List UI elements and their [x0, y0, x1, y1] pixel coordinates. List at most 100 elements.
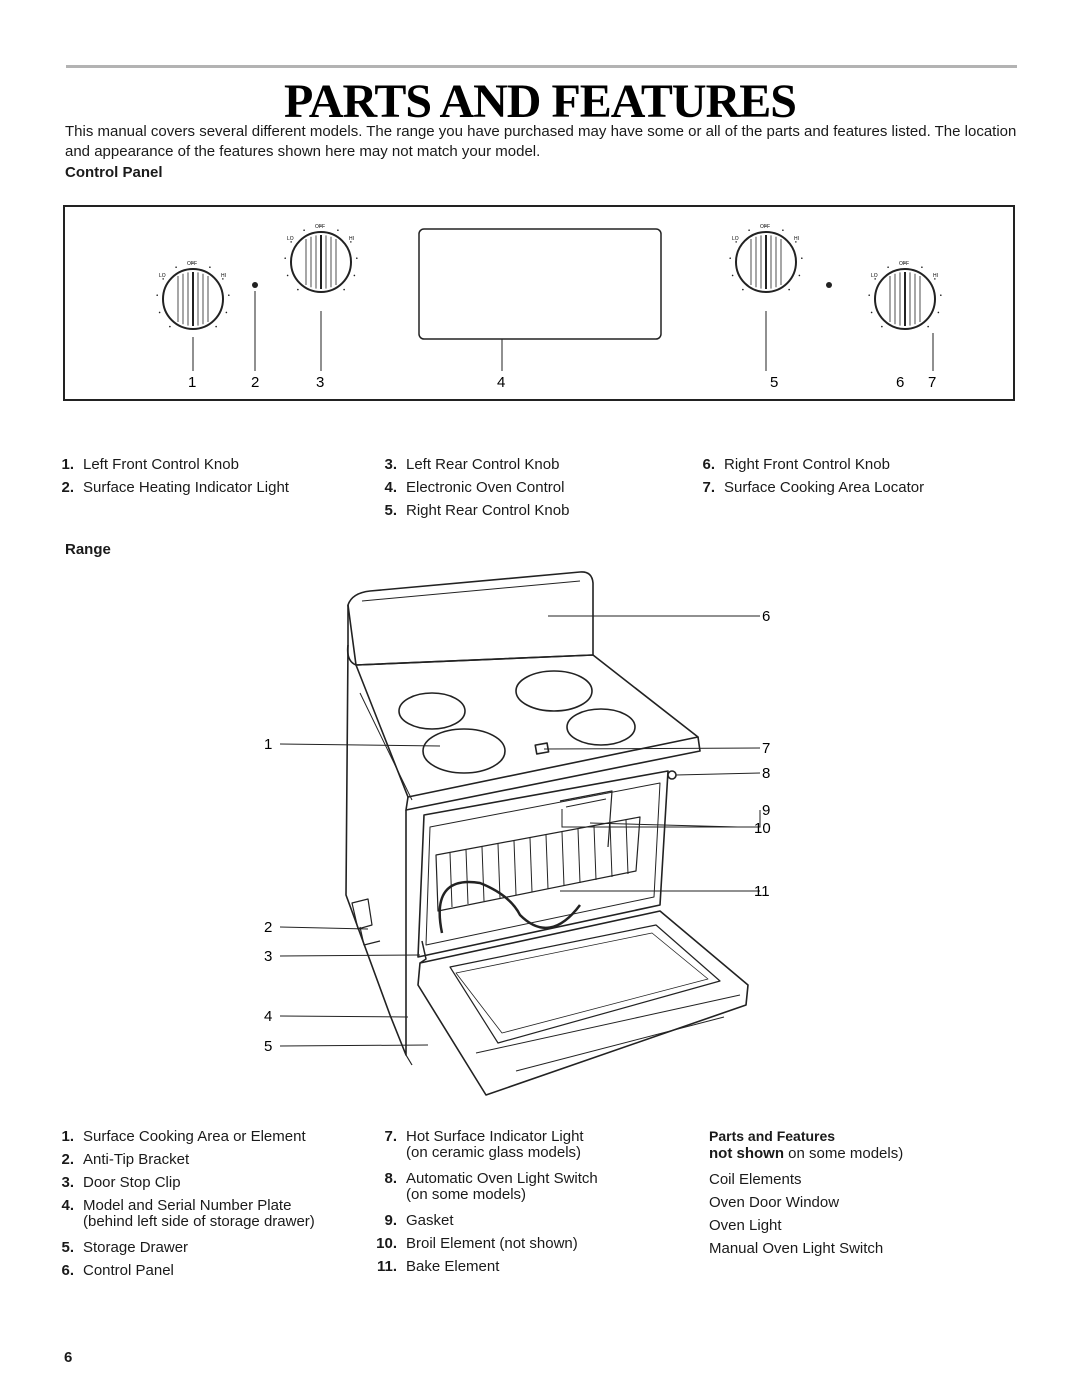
- cp-callout-7: 7: [928, 374, 936, 391]
- list-item: 11.Bake Element: [376, 1258, 500, 1275]
- range-callout-10: 10: [754, 820, 771, 837]
- knob-hi-label: HI: [933, 273, 938, 279]
- leader-r8: [675, 772, 761, 776]
- knob-hi-label: HI: [794, 236, 799, 242]
- range-list-col1: 1.Surface Cooking Area or Element 2.Anti…: [48, 1125, 378, 1282]
- indicator-light-left: [252, 282, 258, 288]
- intro-paragraph: This manual covers several different mod…: [65, 123, 1017, 160]
- not-shown-subheading: not shown on some models): [709, 1145, 904, 1162]
- list-item: 1.Surface Cooking Area or Element: [61, 1128, 306, 1145]
- rack-bar: [625, 819, 629, 875]
- leader-r2: [279, 926, 369, 930]
- rack-bar: [609, 822, 613, 878]
- knob-off-label: OFF: [187, 261, 197, 267]
- range-illustration: 1 2 3 4 5 6 7 8 9 10 11: [264, 571, 771, 1096]
- door-stop-clip: [419, 940, 427, 964]
- not-shown-item: Manual Oven Light Switch: [709, 1240, 884, 1257]
- oven-control-display: [418, 228, 662, 340]
- rack-bar: [449, 852, 453, 908]
- burner-left-rear: [398, 692, 466, 730]
- anti-tip-bracket: [351, 898, 373, 930]
- list-item: 7.Surface Cooking Area Locator: [702, 479, 925, 496]
- list-item: 2.Surface Heating Indicator Light: [61, 479, 289, 496]
- rack-bar: [497, 843, 501, 899]
- list-item: 6.Control Panel: [61, 1262, 174, 1279]
- range-callout-1: 1: [264, 736, 272, 753]
- knob-off-label: OFF: [760, 224, 770, 230]
- page-title: Parts and Features: [284, 75, 797, 128]
- storage-drawer: [405, 1054, 413, 1066]
- rack-bar: [529, 837, 533, 893]
- cp-callout-6: 6: [896, 374, 904, 391]
- oven-cavity: [417, 770, 669, 958]
- knob-hi-label: HI: [221, 273, 226, 279]
- list-item: 3.Left Rear Control Knob: [384, 456, 560, 473]
- hot-surface-light: [534, 742, 550, 755]
- leader-r1: [279, 743, 441, 747]
- not-shown-heading: Parts and Features: [709, 1128, 836, 1144]
- cp-callout-5: 5: [770, 374, 778, 391]
- leader-r4: [279, 1015, 409, 1018]
- list-item: 5.Right Rear Control Knob: [384, 502, 570, 519]
- rack-bar: [545, 834, 549, 890]
- range-callout-7: 7: [762, 740, 770, 757]
- cp-callout-1: 1: [188, 374, 196, 391]
- list-item: 9.Gasket: [384, 1212, 454, 1229]
- knob-hi-label: HI: [349, 236, 354, 242]
- list-item-continuation: (on ceramic glass models): [406, 1144, 582, 1161]
- cp-callout-2: 2: [251, 374, 259, 391]
- top-rule: [66, 65, 1017, 68]
- page-number: 6: [64, 1349, 73, 1366]
- knob-off-label: OFF: [899, 261, 909, 267]
- rack-bar: [481, 846, 485, 902]
- control-panel-list-col1: 1.Left Front Control Knob 2.Surface Heat…: [48, 453, 368, 499]
- oven-door: [417, 910, 749, 1096]
- knob-lo-label: LO: [159, 273, 166, 279]
- left-rear-knob: OFF LO HI: [284, 224, 358, 293]
- list-item: 4.Model and Serial Number Plate: [61, 1197, 292, 1214]
- list-item: 1.Left Front Control Knob: [61, 456, 239, 473]
- backguard: [347, 571, 594, 666]
- rack-bar: [513, 840, 517, 896]
- not-shown-item: Oven Door Window: [709, 1194, 840, 1211]
- rack-bar: [561, 831, 565, 887]
- range-heading: Range: [65, 541, 111, 558]
- range-callout-9: 9: [762, 802, 770, 819]
- range-callout-11: 11: [754, 883, 770, 900]
- list-item: 10.Broil Element (not shown): [376, 1235, 578, 1252]
- list-item: 3.Door Stop Clip: [61, 1174, 181, 1191]
- list-item: 4.Electronic Oven Control: [384, 479, 565, 496]
- oven-light-switch: [667, 770, 677, 780]
- list-item-continuation: (on some models): [406, 1186, 527, 1203]
- range-callout-2: 2: [264, 919, 272, 936]
- range-callout-6: 6: [762, 608, 770, 625]
- range-callout-8: 8: [762, 765, 770, 782]
- cp-callout-3: 3: [316, 374, 324, 391]
- rack-bar: [465, 849, 469, 905]
- list-item: 5.Storage Drawer: [61, 1239, 189, 1256]
- knob-off-label: OFF: [315, 224, 325, 230]
- control-panel-heading: Control Panel: [65, 164, 163, 181]
- range-callout-5: 5: [264, 1038, 272, 1055]
- range-list-col2: 7.Hot Surface Indicator Light (on cerami…: [371, 1125, 691, 1278]
- burner-right-rear: [515, 670, 593, 712]
- bake-element: [438, 880, 581, 934]
- knob-lo-label: LO: [287, 236, 294, 242]
- not-shown-item: Coil Elements: [709, 1171, 802, 1188]
- burner-right-front: [566, 708, 636, 746]
- left-front-knob: OFF LO HI: [156, 261, 230, 330]
- cp-callout-4: 4: [497, 374, 505, 391]
- burner-left-front: [422, 728, 506, 774]
- range-callout-4: 4: [264, 1008, 272, 1025]
- list-item: 6.Right Front Control Knob: [702, 456, 890, 473]
- list-item-continuation: (behind left side of storage drawer): [83, 1213, 315, 1230]
- list-item: 7.Hot Surface Indicator Light: [384, 1128, 584, 1145]
- leader-r5: [279, 1044, 429, 1047]
- range-side: [345, 644, 407, 1056]
- list-item: 8.Automatic Oven Light Switch: [384, 1170, 598, 1187]
- oven-rack: [435, 816, 641, 912]
